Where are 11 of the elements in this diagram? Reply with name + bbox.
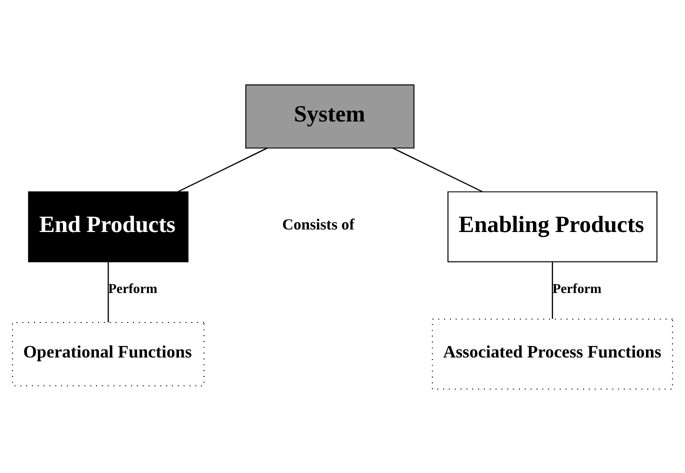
connector (108, 262, 109, 322)
node-box: Operational Functions (12, 322, 204, 386)
node-box: System (245, 84, 414, 148)
label: Consists of (282, 216, 354, 234)
node-box: End Products (28, 190, 188, 262)
node-box: Associated Process Functions (432, 318, 673, 390)
edge-label: Perform (552, 280, 602, 296)
connector (392, 147, 483, 192)
connector (178, 147, 268, 192)
connector (552, 262, 554, 318)
node-box: Enabling Products (447, 190, 658, 262)
